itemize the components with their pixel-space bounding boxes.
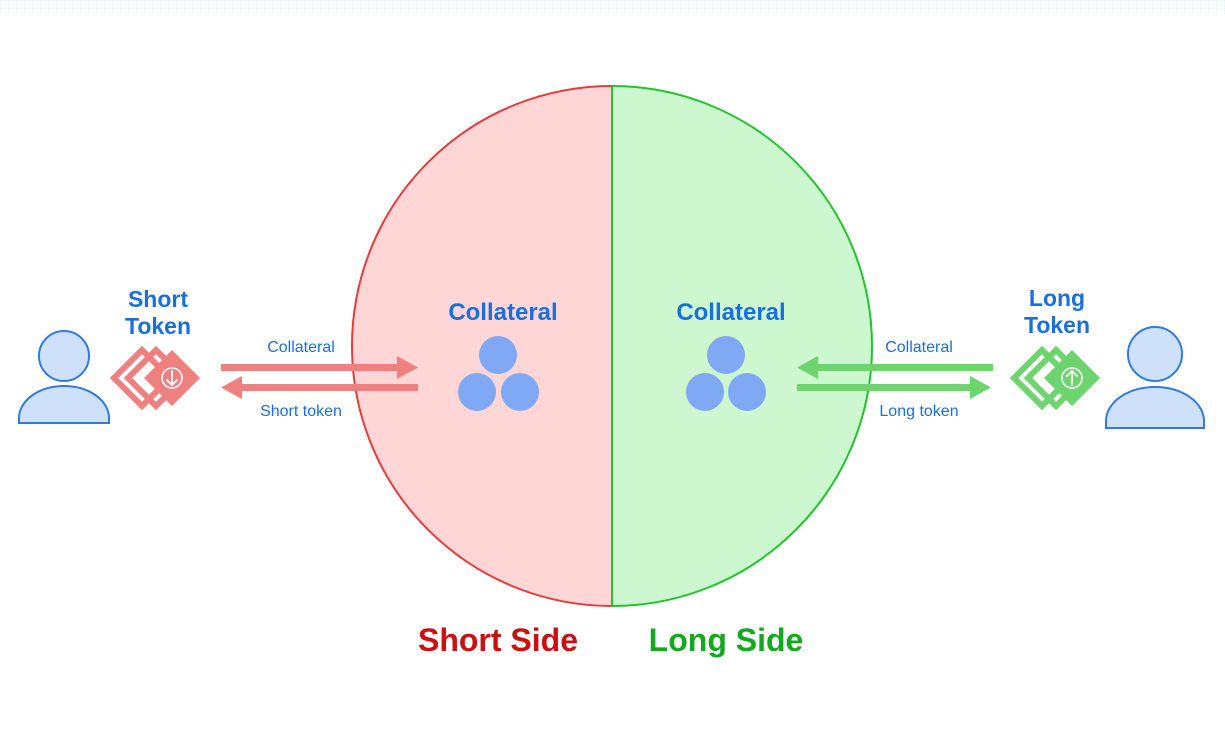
long-arrow-in-label: Collateral bbox=[885, 339, 953, 356]
long-pool-label: Collateral bbox=[676, 299, 785, 326]
top-grid-strip bbox=[0, 0, 1225, 14]
long-token-label-line1: Long bbox=[1029, 285, 1085, 311]
coins-icon bbox=[458, 336, 539, 411]
user-icon bbox=[1105, 326, 1205, 429]
long-token-arrow bbox=[797, 376, 991, 399]
long-arrow-out-label: Long token bbox=[879, 403, 958, 420]
short-side-label: Short Side bbox=[418, 622, 578, 658]
arrow-up-icon bbox=[1061, 367, 1083, 389]
short-collateral-arrow bbox=[221, 356, 418, 379]
short-token-arrow bbox=[221, 376, 418, 399]
coins-icon bbox=[686, 336, 766, 411]
short-token-label-line1: Short bbox=[128, 286, 188, 312]
long-token-label-line2: Token bbox=[1024, 312, 1090, 338]
long-collateral-arrow bbox=[797, 356, 993, 379]
arrow-down-icon bbox=[161, 367, 183, 389]
short-arrow-out-label: Short token bbox=[260, 403, 342, 420]
user-icon bbox=[18, 330, 110, 424]
long-token-icon bbox=[1009, 345, 1100, 411]
short-pool-label: Collateral bbox=[448, 299, 557, 326]
short-arrow-in-label: Collateral bbox=[267, 339, 335, 356]
long-side-label: Long Side bbox=[649, 622, 804, 658]
short-token-label-line2: Token bbox=[125, 313, 191, 339]
short-token-icon bbox=[109, 345, 200, 411]
